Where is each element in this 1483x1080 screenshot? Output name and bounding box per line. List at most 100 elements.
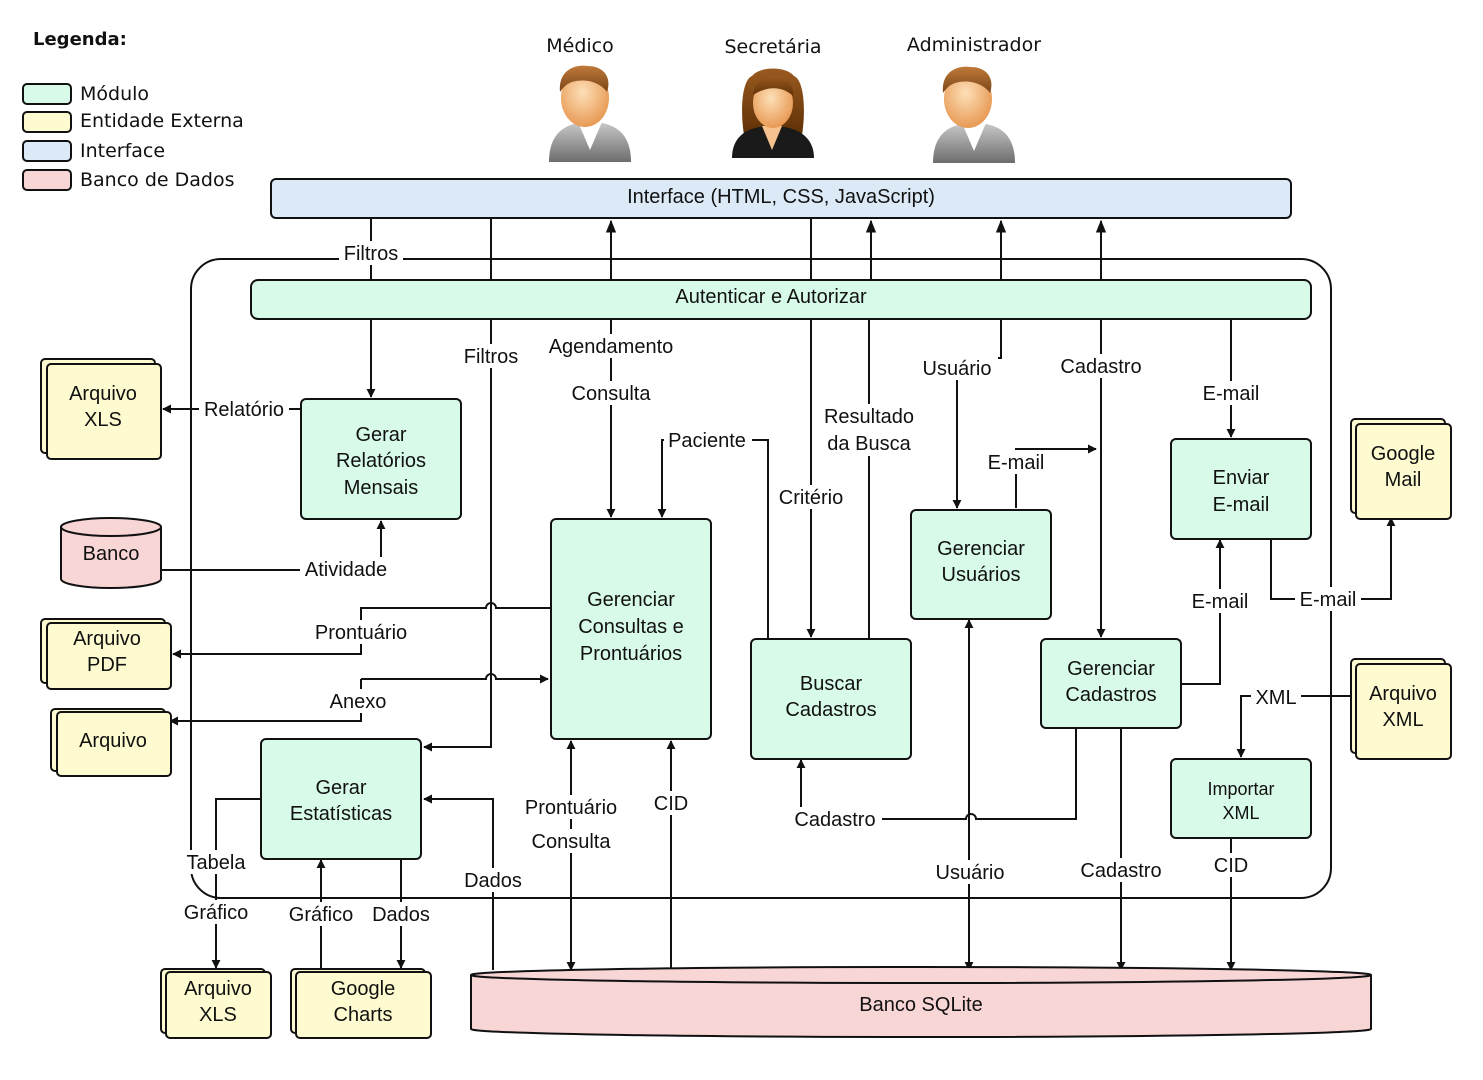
module-usuarios-line1: Gerenciar [937, 538, 1025, 560]
module-gerenciar-cadastros: Gerenciar Cadastros [1040, 638, 1182, 729]
edge-label-cid-db: CID [1214, 855, 1248, 877]
edge-label-grafico-charts: Gráfico [289, 904, 353, 926]
external-google-mail: Google Mail [1350, 418, 1452, 520]
module-gerar-relatorios: Gerar Relatórios Mensais [300, 398, 462, 520]
edge-label-prontuario-db: Prontuário [525, 797, 617, 819]
xls-top-line2: XLS [84, 409, 122, 431]
arquivo-label: Arquivo [79, 730, 147, 752]
interface-label: Interface (HTML, CSS, JavaScript) [627, 186, 935, 208]
legend-label-module: Módulo [80, 83, 149, 105]
charts-line1: Google [331, 978, 396, 1000]
female-user-icon [732, 68, 814, 158]
edge-labels: Filtros Filtros Agendamento Consulta Usu… [178, 241, 1361, 926]
actor-secretaria: Secretária [724, 36, 822, 158]
database-sqlite: Banco SQLite [470, 966, 1372, 1038]
module-buscar-line1: Buscar [800, 673, 863, 695]
module-relatorios-line2: Relatórios [336, 450, 426, 472]
male-user-icon [549, 65, 631, 162]
legend-swatch-interface [22, 140, 72, 162]
edge-label-email-gmail: E-mail [1300, 589, 1357, 611]
edge-label-consulta-db: Consulta [532, 831, 612, 853]
interface-bar: Interface (HTML, CSS, JavaScript) [270, 178, 1292, 219]
edge-label-prontuario-pdf: Prontuário [315, 622, 407, 644]
legend-label-interface: Interface [80, 140, 165, 162]
module-gerar-estatisticas: Gerar Estatísticas [260, 738, 422, 860]
edge-label-grafico-xls: Gráfico [184, 902, 248, 924]
edge-label-email-top: E-mail [1203, 383, 1260, 405]
module-consultas-line1: Gerenciar [587, 589, 675, 611]
legend-swatch-external [22, 111, 72, 133]
module-consultas-line2: Consultas e [578, 616, 684, 638]
edge-label-xml: XML [1255, 687, 1296, 709]
module-enviar-email: Enviar E-mail [1170, 438, 1312, 540]
module-importar-line1: Importar [1207, 779, 1274, 799]
external-banco: Banco [60, 517, 162, 589]
male-user-icon [933, 66, 1015, 163]
actor-secretaria-label: Secretária [724, 36, 821, 58]
edge-label-cadastro-busca: Cadastro [794, 809, 875, 831]
legend-label-external: Entidade Externa [80, 110, 244, 132]
module-relatorios-line3: Mensais [344, 477, 418, 499]
edge-label-cid-mid: CID [654, 793, 688, 815]
module-cadastros-line2: Cadastros [1065, 684, 1156, 706]
edge-label-dados-charts: Dados [372, 904, 430, 926]
actor-administrador-label: Administrador [907, 34, 1041, 56]
banco-label: Banco [83, 543, 140, 565]
pdf-line2: PDF [87, 654, 127, 676]
gmail-line2: Mail [1385, 469, 1422, 491]
actor-administrador: Administrador [907, 34, 1041, 163]
charts-line2: Charts [334, 1004, 393, 1026]
legend-swatch-module [22, 83, 72, 105]
module-usuarios-line2: Usuários [942, 564, 1021, 586]
actor-medico: Médico [546, 35, 631, 162]
xml-line1: Arquivo [1369, 683, 1437, 705]
external-google-charts: Google Charts [290, 968, 432, 1039]
edge-label-anexo: Anexo [330, 691, 387, 713]
external-arquivo-xls-top: Arquivo XLS [40, 358, 162, 460]
xls-top-line1: Arquivo [69, 383, 137, 405]
database-label: Banco SQLite [859, 994, 982, 1016]
external-arquivo: Arquivo [50, 708, 172, 777]
auth-label: Autenticar e Autorizar [675, 286, 867, 308]
gmail-line1: Google [1371, 443, 1436, 465]
edge-label-cadastro-top: Cadastro [1060, 356, 1141, 378]
edge-label-consulta-top: Consulta [572, 383, 652, 405]
xml-line2: XML [1382, 709, 1423, 731]
module-importar-xml: Importar XML [1170, 758, 1312, 839]
xls-bottom-line1: Arquivo [184, 978, 252, 1000]
edge-label-relatorio: Relatório [204, 399, 284, 421]
module-cadastros-line1: Gerenciar [1067, 658, 1155, 680]
edge-label-filtros-top: Filtros [344, 243, 398, 265]
edge-label-resultado-line2: da Busca [827, 433, 911, 455]
module-consultas-line3: Prontuários [580, 643, 682, 665]
module-estatisticas-line1: Gerar [315, 777, 366, 799]
module-relatorios-line1: Gerar [355, 424, 406, 446]
external-arquivo-xls-bottom: Arquivo XLS [160, 968, 272, 1039]
external-arquivo-pdf: Arquivo PDF [40, 618, 172, 690]
actor-medico-label: Médico [546, 35, 614, 57]
module-gerenciar-consultas: Gerenciar Consultas e Prontuários [550, 518, 712, 740]
edge-label-paciente: Paciente [668, 430, 746, 452]
legend-swatch-database [22, 169, 72, 191]
edge-label-resultado-line1: Resultado [824, 406, 914, 428]
edge-label-cadastro-db: Cadastro [1080, 860, 1161, 882]
edge-label-agendamento: Agendamento [549, 336, 674, 358]
module-estatisticas-line2: Estatísticas [290, 803, 392, 825]
module-buscar-cadastros: Buscar Cadastros [750, 638, 912, 760]
legend-title: Legenda: [33, 29, 127, 50]
module-email-line2: E-mail [1213, 494, 1270, 516]
edge-label-criterio: Critério [779, 487, 843, 509]
legend: Legenda: Módulo Entidade Externa Interfa… [22, 29, 244, 191]
module-buscar-line2: Cadastros [785, 699, 876, 721]
auth-bar: Autenticar e Autorizar [250, 279, 1312, 320]
module-importar-line2: XML [1222, 803, 1259, 823]
edge-label-dados-db: Dados [464, 870, 522, 892]
legend-label-database: Banco de Dados [80, 169, 234, 191]
edge-label-atividade: Atividade [305, 559, 387, 581]
xls-bottom-line2: XLS [199, 1004, 237, 1026]
edge-label-tabela: Tabela [187, 852, 247, 874]
edge-label-email-usuarios: E-mail [988, 452, 1045, 474]
module-gerenciar-usuarios: Gerenciar Usuários [910, 509, 1052, 620]
edge-label-usuario-top: Usuário [923, 358, 992, 380]
